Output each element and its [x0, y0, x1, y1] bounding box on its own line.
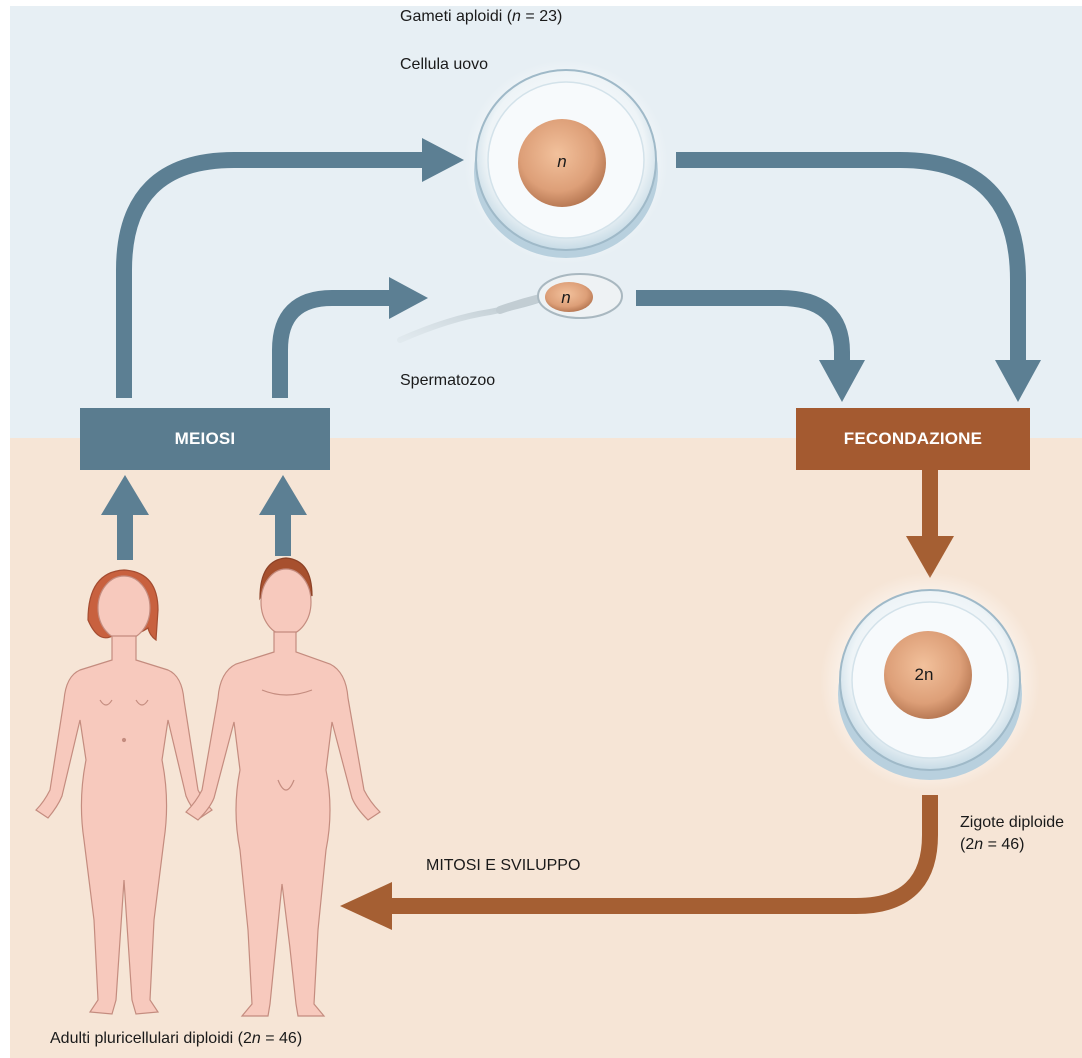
arrow-male-to-meiosi-shaft — [275, 510, 291, 556]
zygote-cell-icon: 2n — [820, 572, 1040, 792]
fecondazione-label: FECONDAZIONE — [796, 408, 1030, 470]
zygote-label-line1: Zigote diploide — [960, 814, 1064, 832]
arrow-fecondazione-to-zygote-shaft — [922, 470, 938, 540]
mitosis-label: MITOSI E SVILUPPO — [426, 857, 580, 875]
meiosi-label: MEIOSI — [80, 408, 330, 470]
egg-nucleus-label: n — [557, 152, 566, 171]
fecondazione-text: FECONDAZIONE — [844, 429, 982, 449]
arrow-female-to-meiosi-shaft — [117, 510, 133, 560]
egg-cell-icon: n — [464, 60, 668, 264]
zygote-nucleus-label: 2n — [915, 665, 934, 684]
gametes-label: Gameti aploidi (n = 23) — [400, 8, 562, 26]
sperm-label: Spermatozoo — [400, 372, 495, 390]
meiosi-text: MEIOSI — [175, 429, 236, 449]
zygote-label-line2: (2n = 46) — [960, 836, 1025, 854]
egg-label: Cellula uovo — [400, 56, 488, 74]
sperm-nucleus-label: n — [561, 288, 570, 307]
adults-label: Adulti pluricellulari diploidi (2n = 46) — [50, 1030, 302, 1048]
